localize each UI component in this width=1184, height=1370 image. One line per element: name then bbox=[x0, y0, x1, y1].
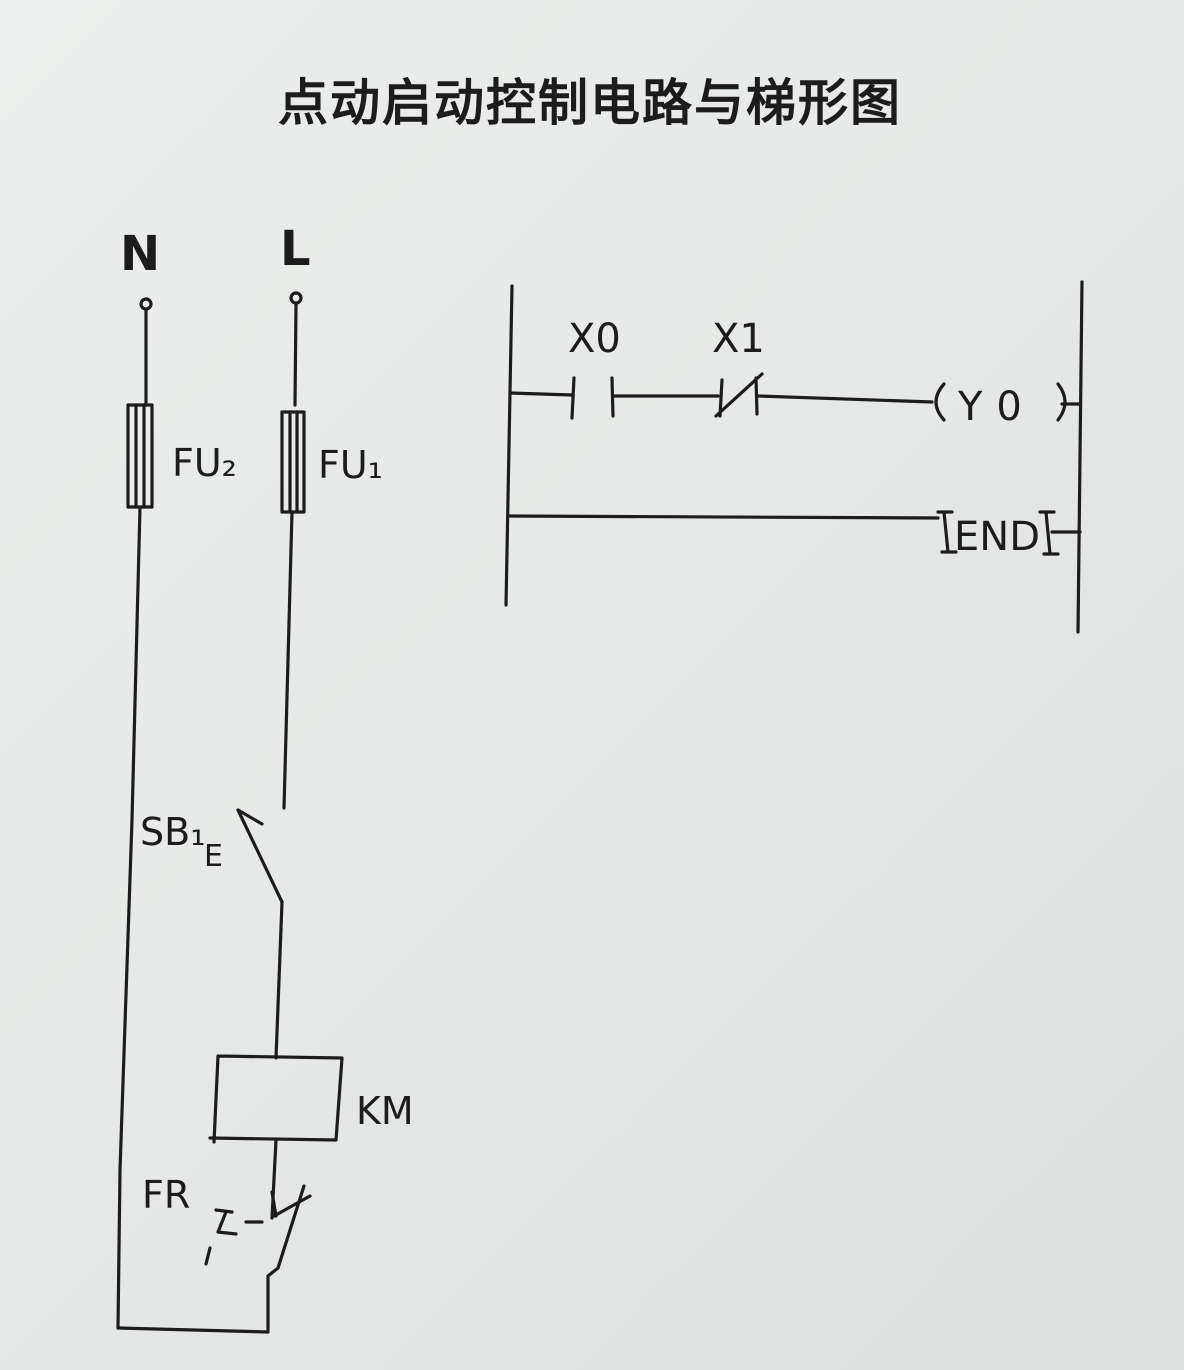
start-button-mark: E bbox=[204, 839, 223, 874]
fuse-fu1 bbox=[280, 410, 306, 514]
right-power-rail bbox=[1076, 280, 1084, 634]
page-title: 点动启动控制电路与梯形图 bbox=[278, 73, 902, 132]
fuse-fu2 bbox=[126, 403, 154, 509]
ladder-diagram: X0 X1 Y0 END bbox=[504, 280, 1084, 634]
start-button-sb1 bbox=[236, 808, 284, 1060]
contact-x1 bbox=[714, 372, 764, 418]
contact-x0 bbox=[570, 376, 615, 420]
start-button-label: SB₁ bbox=[140, 810, 205, 854]
contactor-coil-km bbox=[208, 1054, 344, 1220]
output-coil-y0 bbox=[934, 382, 1082, 422]
terminal-l-circle bbox=[289, 291, 303, 305]
end-instruction-label: END bbox=[954, 514, 1040, 560]
wiring-schematic: N L FU₂ FU₁ SB₁ E bbox=[116, 221, 414, 1334]
contactor-coil-label: KM bbox=[356, 1089, 414, 1133]
thermal-relay-fr bbox=[204, 1184, 312, 1332]
neutral-wire bbox=[116, 308, 148, 1330]
return-wire bbox=[116, 1326, 270, 1334]
line-wire bbox=[282, 302, 298, 810]
output-coil-label: Y0 bbox=[957, 384, 1036, 430]
contact-x1-label: X1 bbox=[712, 316, 765, 362]
contact-x0-label: X0 bbox=[568, 316, 621, 362]
fuse-fu1-label: FU₁ bbox=[318, 443, 383, 487]
rung-1-wire bbox=[508, 391, 934, 404]
thermal-relay-label: FR bbox=[142, 1173, 190, 1217]
terminal-l-label: L bbox=[280, 221, 311, 277]
end-instruction bbox=[936, 510, 1082, 556]
rung-2-wire bbox=[508, 514, 940, 520]
terminal-n-circle bbox=[139, 297, 153, 311]
fuse-fu2-label: FU₂ bbox=[172, 441, 237, 485]
left-power-rail bbox=[504, 284, 514, 607]
terminal-n-label: N bbox=[120, 226, 160, 282]
